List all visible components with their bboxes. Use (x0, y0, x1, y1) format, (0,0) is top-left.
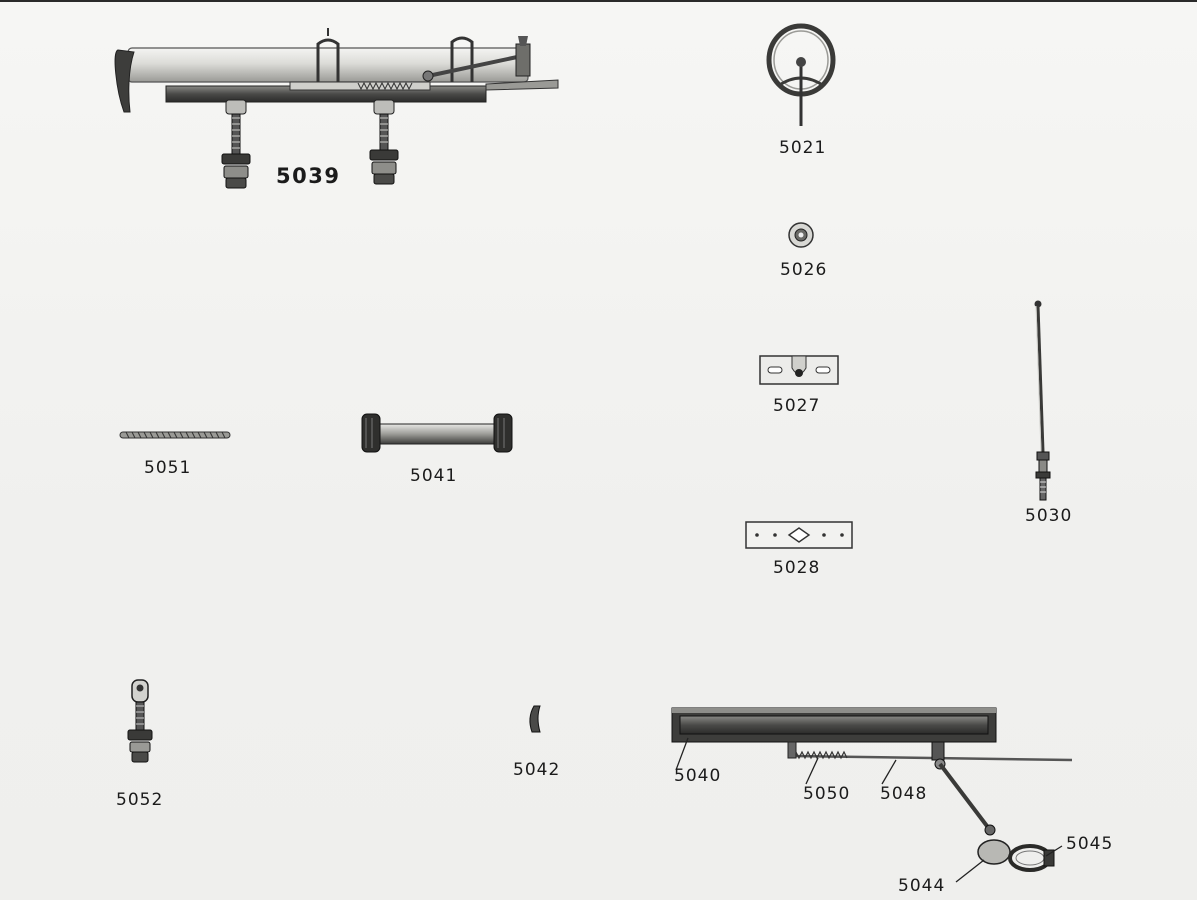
label-5052: 5052 (116, 790, 164, 810)
label-5045: 5045 (1066, 834, 1114, 854)
label-5028: 5028 (773, 558, 821, 578)
page-top-border (0, 0, 1197, 2)
part-5027-plate (759, 355, 839, 385)
label-5048: 5048 (880, 784, 928, 804)
part-5041-roller (361, 413, 513, 453)
label-5044: 5044 (898, 876, 946, 896)
label-5030: 5030 (1025, 506, 1073, 526)
label-5040: 5040 (674, 766, 722, 786)
part-5028-strip (745, 521, 853, 549)
label-5026: 5026 (780, 260, 828, 280)
label-5039: 5039 (276, 164, 341, 188)
label-5041: 5041 (410, 466, 458, 486)
label-5050: 5050 (803, 784, 851, 804)
label-5051: 5051 (144, 458, 192, 478)
leader-lines (675, 737, 1063, 883)
part-5026-washer (788, 222, 814, 248)
part-5052-eye-bolt (127, 679, 153, 763)
part-5042-clip (529, 705, 541, 733)
label-5042: 5042 (513, 760, 561, 780)
part-5021-ring (766, 23, 836, 126)
part-5040-assembly (671, 707, 1073, 872)
label-5021: 5021 (779, 138, 827, 158)
part-5051-threaded-rod (119, 431, 231, 439)
part-5030-rod (1034, 300, 1051, 501)
part-5039-assembly (114, 28, 559, 189)
label-5027: 5027 (773, 396, 821, 416)
